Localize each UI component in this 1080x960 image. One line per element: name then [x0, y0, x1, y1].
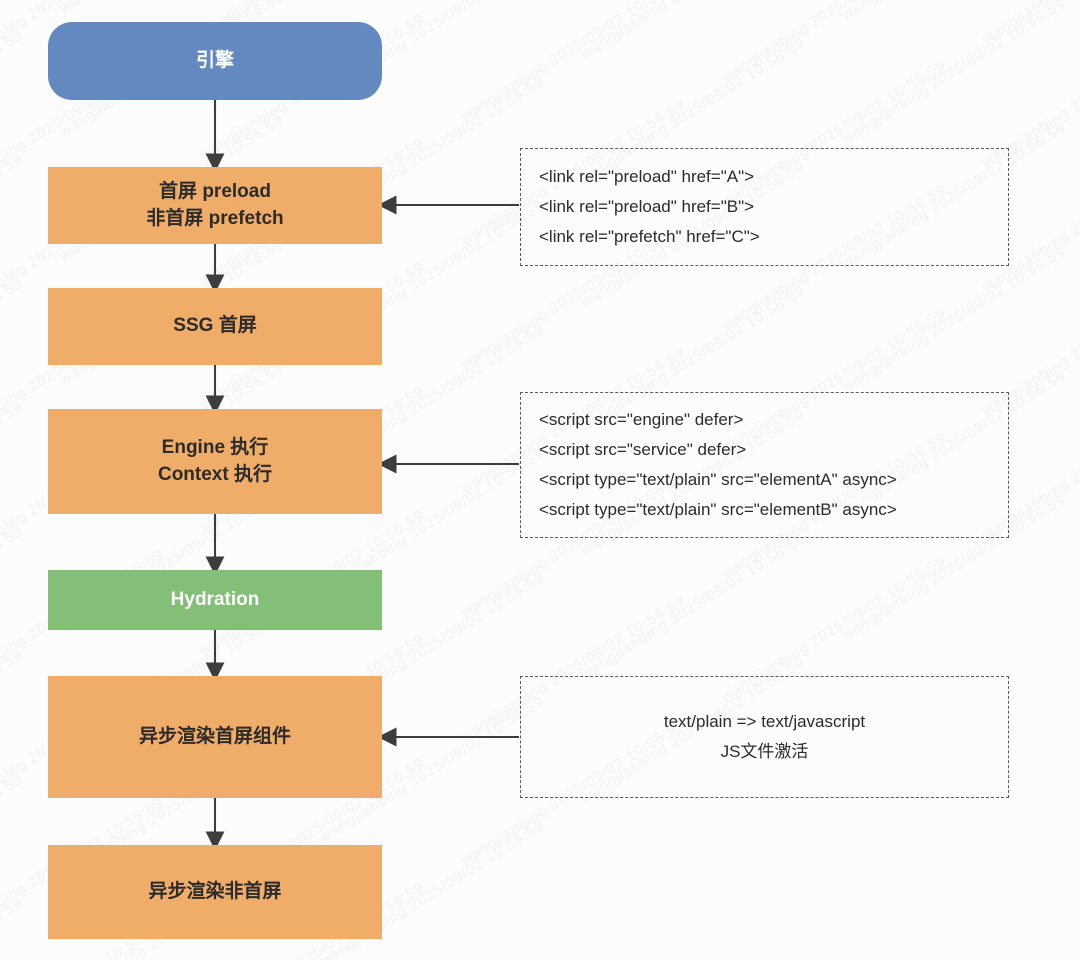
- node-engine[interactable]: 引擎: [48, 22, 382, 100]
- node-engine-exec-label: Engine 执行: [161, 436, 269, 458]
- note-script-tags-line-2: <script src="service" defer>: [539, 439, 747, 459]
- node-preload-label: 首屏 preload: [159, 180, 271, 202]
- note-mime-activation-line-2: JS文件激活: [720, 742, 809, 761]
- note-preload-links-line-2: <link rel="preload" href="B">: [539, 196, 755, 216]
- node-ssg-label: SSG 首屏: [173, 315, 257, 337]
- note-preload-links: <link rel="preload" href="A"> <link rel=…: [520, 148, 1009, 266]
- node-hydration-label: Hydration: [170, 588, 260, 610]
- node-async-first-screen[interactable]: 异步渲染首屏组件: [48, 676, 382, 798]
- node-engine-label: 引擎: [195, 49, 234, 71]
- node-engine-exec-label-2: Context 执行: [157, 463, 272, 485]
- node-engine-exec[interactable]: Engine 执行 Context 执行: [48, 409, 382, 514]
- note-script-tags-line-3: <script type="text/plain" src="elementA"…: [539, 470, 897, 489]
- node-async-first-screen-label: 异步渲染首屏组件: [138, 725, 291, 747]
- node-preload-label-2: 非首屏 prefetch: [146, 207, 284, 229]
- note-script-tags-line-4: <script type="text/plain" src="elementB"…: [539, 500, 897, 520]
- note-mime-activation-line-1: text/plain => text/javascript: [663, 711, 866, 731]
- node-ssg[interactable]: SSG 首屏: [48, 288, 382, 365]
- note-script-tags: <script src="engine" defer> <script src=…: [520, 392, 1009, 538]
- note-script-tags-line-1: <script src="engine" defer>: [539, 409, 744, 429]
- note-mime-activation: text/plain => text/javascript JS文件激活: [520, 676, 1009, 798]
- node-async-non-first-screen[interactable]: 异步渲染非首屏: [48, 845, 382, 939]
- note-preload-links-line-3: <link rel="prefetch" href="C">: [539, 227, 760, 247]
- note-preload-links-line-1: <link rel="preload" href="A">: [539, 166, 755, 186]
- node-preload[interactable]: 首屏 preload 非首屏 prefetch: [48, 167, 382, 244]
- node-async-non-first-screen-label: 异步渲染非首屏: [148, 880, 282, 902]
- node-hydration[interactable]: Hydration: [48, 570, 382, 630]
